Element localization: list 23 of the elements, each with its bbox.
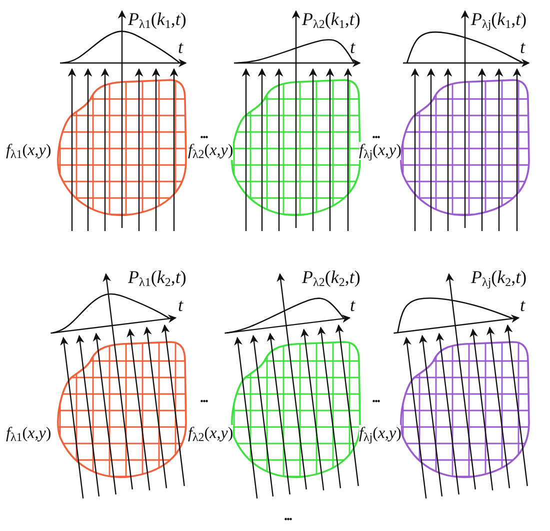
function-label: f$_{λ1}$(x,y) [6, 142, 52, 160]
axis-label: t [350, 38, 356, 56]
ellipsis: ... [284, 510, 292, 524]
ellipsis: ... [200, 128, 208, 142]
function-label: f$_{λ2}$(x,y) [188, 142, 234, 160]
axis-label: t [350, 296, 356, 314]
axis-label: t [178, 296, 184, 314]
projection-label: P$_{λ2}$(k$_{1}$,t) [302, 10, 360, 28]
axis-label: t [178, 38, 184, 56]
ellipsis: ... [200, 392, 208, 406]
function-label: f$_{λ1}$(x,y) [6, 425, 52, 443]
function-label: f$_{λj}$(x,y) [359, 142, 402, 160]
axis-label: t [520, 38, 526, 56]
projection-label: P$_{λj}$(k$_{2}$,t) [471, 268, 527, 286]
projection-label: P$_{λ2}$(k$_{2}$,t) [302, 268, 360, 286]
function-label: f$_{λj}$(x,y) [359, 425, 402, 443]
function-label: f$_{λ2}$(x,y) [188, 425, 234, 443]
projection-label: P$_{λj}$(k$_{1}$,t) [471, 10, 527, 28]
axis-label: t [520, 296, 526, 314]
projection-label: P$_{λ1}$(k$_{2}$,t) [128, 268, 186, 286]
ellipsis: ... [372, 392, 380, 406]
projection-label: P$_{λ1}$(k$_{1}$,t) [128, 10, 186, 28]
ellipsis: ... [372, 128, 380, 142]
